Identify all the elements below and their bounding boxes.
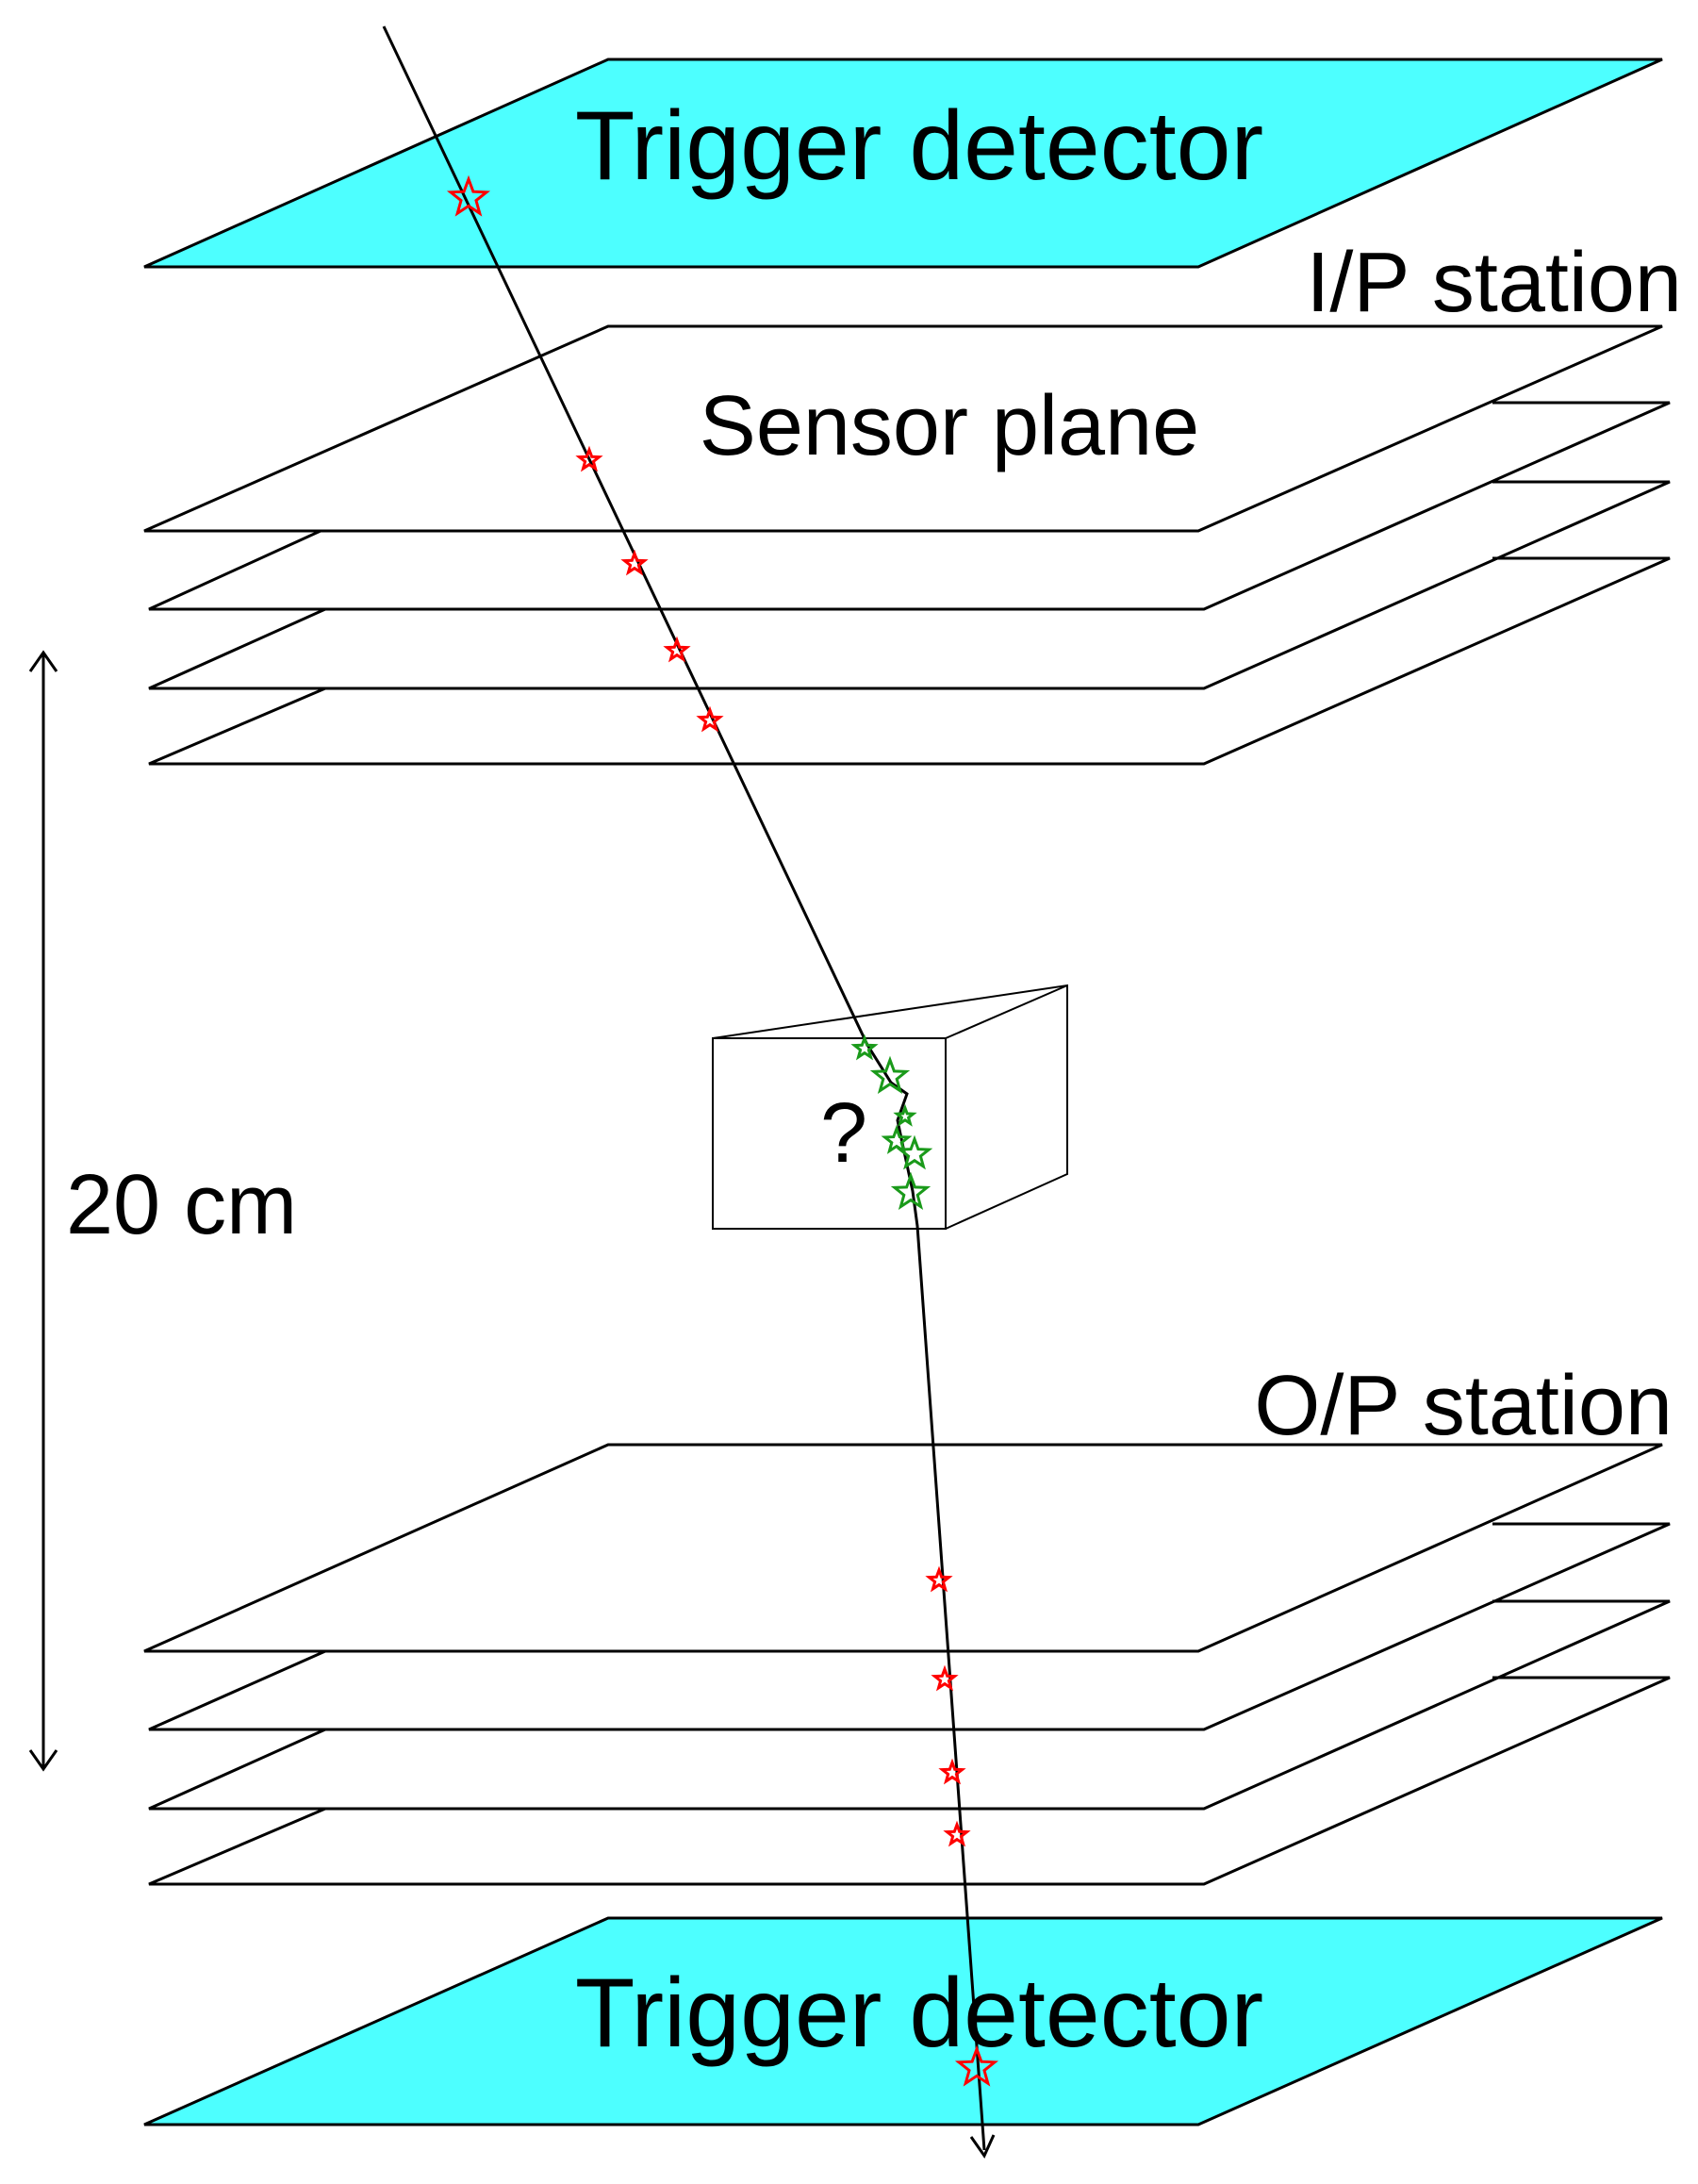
trigger-detector-top — [143, 58, 1663, 269]
op-station — [143, 1443, 1671, 1886]
scale-arrow — [28, 650, 58, 1772]
red-star-icon — [925, 1565, 953, 1593]
trigger-detector-bottom-label: Trigger detector — [575, 1959, 1263, 2068]
op-station-label: O/P station — [1254, 1359, 1673, 1453]
green-star-icon — [893, 1103, 917, 1127]
red-star-icon — [446, 174, 491, 217]
red-star-icon — [696, 705, 724, 733]
green-star-icon — [896, 1134, 933, 1170]
trigger-detector-top-label: Trigger detector — [575, 91, 1263, 201]
red-star-icon — [954, 2044, 999, 2087]
red-star-icon — [931, 1664, 959, 1692]
sensor-plane — [148, 1599, 1671, 1811]
sensor-plane — [143, 1443, 1663, 1653]
unknown-label: ? — [820, 1086, 867, 1181]
green-star-icon — [869, 1055, 911, 1095]
scale-label: 20 cm — [66, 1158, 297, 1252]
sample-box — [712, 984, 1068, 1230]
ip-station-label: I/P station — [1306, 236, 1682, 330]
ip-station — [143, 324, 1671, 766]
hit-markers — [446, 174, 999, 2087]
red-star-icon — [663, 636, 691, 663]
sensor-plane — [148, 401, 1671, 611]
red-star-icon — [620, 549, 649, 576]
sensor-plane — [148, 480, 1671, 690]
scatter-markers — [850, 1034, 933, 1211]
particle-track — [382, 25, 996, 2159]
sensor-plane — [143, 324, 1663, 533]
sensor-plane-label: Sensor plane — [700, 379, 1199, 473]
red-star-icon — [575, 445, 603, 472]
green-star-icon — [850, 1034, 879, 1061]
trigger-detector-bottom — [143, 1916, 1663, 2126]
sensor-plane — [148, 1522, 1671, 1731]
green-star-icon — [881, 1124, 913, 1154]
red-star-icon — [938, 1758, 966, 1785]
red-star-icon — [943, 1820, 971, 1847]
green-star-icon — [890, 1171, 931, 1211]
sensor-plane — [148, 556, 1671, 766]
sensor-plane — [148, 1676, 1671, 1886]
